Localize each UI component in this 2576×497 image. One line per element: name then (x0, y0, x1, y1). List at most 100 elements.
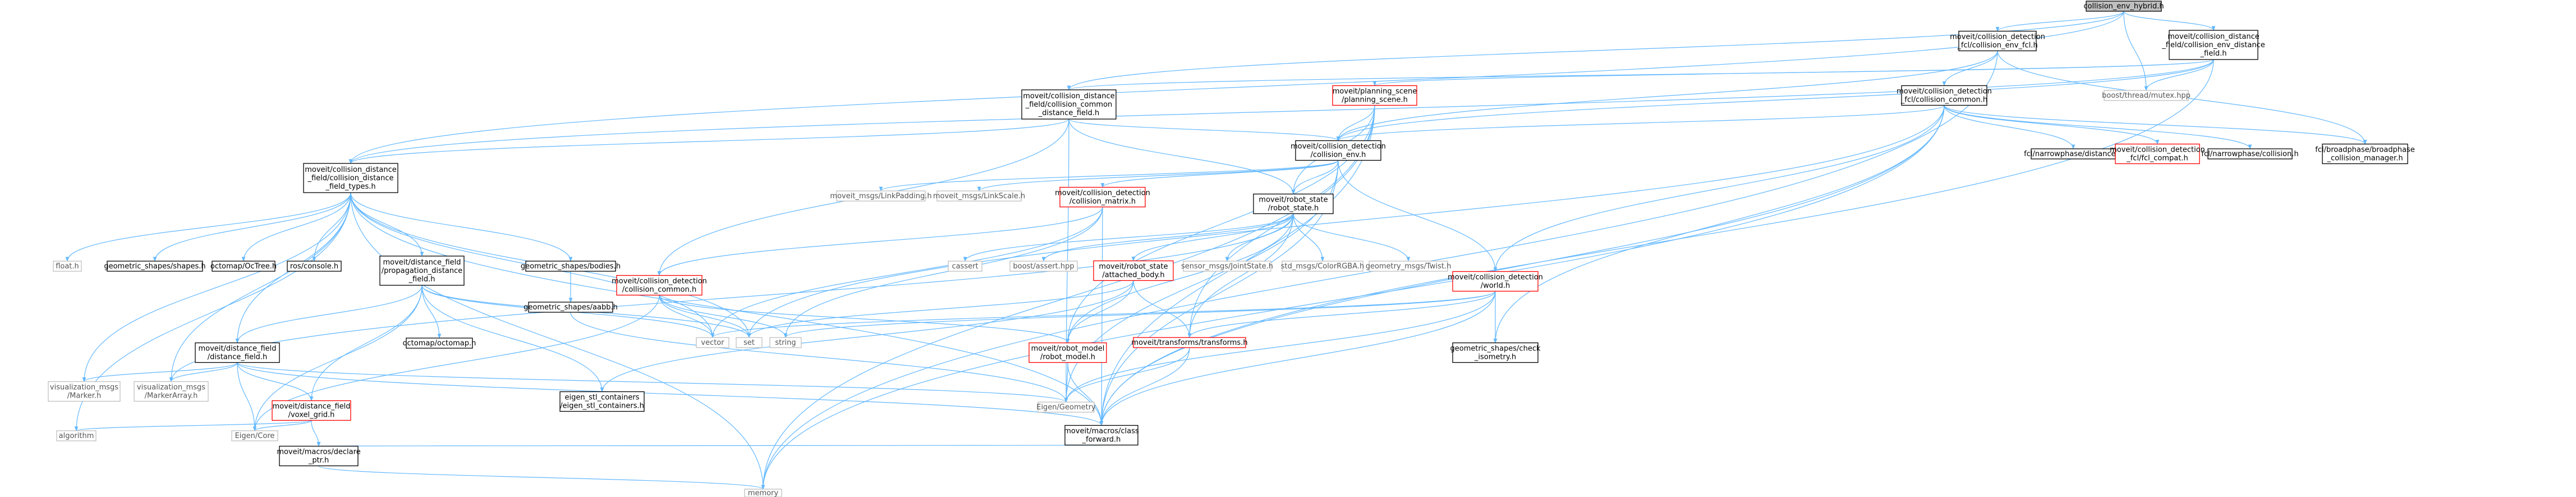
node-eigen_core: Eigen/Core (231, 430, 278, 441)
node-rs_robot_state[interactable]: moveit/robot_state/robot_state.h (1253, 193, 1334, 215)
node-ced_types[interactable]: moveit/collision_distance_field/collisio… (303, 163, 398, 193)
edge-rs_robot_state-to-tf_transforms (1187, 213, 1294, 338)
node-fcl_collision[interactable]: fcl/narrowphase/collision.h (2201, 148, 2299, 159)
edge-cd_world-to-mm_class_forward (1099, 291, 1496, 426)
node-box-fcl_common (1901, 85, 1987, 106)
node-box-string (769, 337, 802, 348)
node-octomap_octree[interactable]: octomap/OcTree.h (210, 261, 277, 272)
node-label-df_distance_field: moveit/distance_field (198, 345, 276, 353)
edge-fcl_common-to-memory (761, 105, 1945, 490)
node-label-ced_common_distance: _field/collision_common (1025, 101, 1113, 109)
edge-tf_transforms-to-mm_class_forward (1099, 347, 1190, 426)
node-label-cd_collision_common: moveit/collision_detection (612, 277, 707, 286)
node-msg_link_padding: moveit_msgs/LinkPadding.h (830, 190, 932, 202)
node-label-msg_link_scale: moveit_msgs/LinkScale.h (933, 192, 1025, 200)
node-label-eigen_core: Eigen/Core (235, 432, 275, 440)
edge-root-to-ced_types (348, 11, 2124, 164)
node-box-fcl_broadphase (2322, 143, 2408, 165)
node-df_propagation[interactable]: moveit/distance_field/propagation_distan… (379, 256, 465, 286)
edge-cd_fcl_env-to-fcl_common (1942, 51, 1998, 86)
node-label-ps_planning_scene: moveit/planning_scene (1333, 88, 1417, 96)
edge-ced_types-to-msg_marker_array (169, 192, 351, 382)
node-label-vector: vector (701, 339, 724, 347)
node-gs_shapes[interactable]: geometric_shapes/shapes.h (104, 261, 206, 272)
node-rs_attached_body[interactable]: moveit/robot_state/attached_body.h (1093, 260, 1174, 281)
node-label-ced_env_distance: _field.h (2200, 49, 2227, 58)
edge-fcl_common-to-fcl_collision (1944, 105, 2252, 149)
edge-ced_types-to-msg_marker (82, 192, 351, 382)
edge-rs_robot_state-to-rs_attached_body (1131, 213, 1294, 262)
node-rm_robot_model[interactable]: moveit/robot_model/robot_model.h (1028, 342, 1107, 363)
node-fcl_common[interactable]: moveit/collision_detection_fcl/collision… (1897, 85, 1992, 106)
node-label-root: collision_env_hybrid.h (2083, 2, 2164, 11)
edge-df_voxel_grid-to-algorithm (74, 420, 312, 431)
edge-df_propagation-to-df_voxel_grid (309, 285, 423, 402)
node-boost_thread_mutex: boost/thread/mutex.hpp (2102, 90, 2191, 101)
node-ced_env_distance[interactable]: moveit/collision_distance_field/collisio… (2161, 30, 2265, 60)
node-label-rs_attached_body: /attached_body.h (1102, 271, 1164, 280)
node-fcl_distance[interactable]: fcl/narrowphase/distance.h (2024, 148, 2123, 159)
node-label-float_h: float.h (56, 262, 79, 271)
node-label-ced_types: _field_types.h (325, 183, 375, 191)
node-msg_marker: visualization_msgs/Marker.h (48, 381, 121, 402)
node-ps_planning_scene[interactable]: moveit/planning_scene/planning_scene.h (1332, 85, 1417, 106)
edge-cd_world-to-eigen_geometry (1064, 291, 1496, 403)
node-box-ced_types (303, 163, 398, 193)
edge-ps_planning_scene-to-cd_collision_env (1336, 105, 1375, 142)
node-octomap_h[interactable]: octomap/octomap.h (403, 338, 476, 349)
edge-cd_collision_common-to-rm_robot_model (659, 295, 1070, 344)
node-cd_fcl_env[interactable]: moveit/collision_detection_fcl/collision… (1950, 30, 2045, 52)
edge-fcl_common-to-set (747, 105, 1945, 338)
node-msg_twist: geometry_msgs/Twist.h (1366, 261, 1452, 272)
node-mm_class_forward[interactable]: moveit/macros/class_forward.h (1064, 425, 1139, 446)
edge-ced_common_distance-to-ced_types (348, 118, 1069, 164)
node-fcl_compat[interactable]: moveit/collision_detection_fcl/fcl_compa… (2110, 143, 2205, 165)
edge-rs_attached_body-to-tf_transforms (1133, 280, 1192, 338)
node-df_voxel_grid[interactable]: moveit/distance_field/voxel_grid.h (272, 400, 351, 421)
edge-fcl_common-to-fcl_distance (1944, 105, 2076, 149)
edge-fcl_common-to-mm_class_forward (1099, 105, 1945, 426)
node-gs_bodies[interactable]: geometric_shapes/bodies.h (521, 261, 621, 272)
node-label-rs_robot_state: /robot_state.h (1268, 204, 1319, 213)
edge-fcl_common-to-gs_check_isometry (1493, 105, 1945, 344)
node-ced_common_distance[interactable]: moveit/collision_distance_field/collisio… (1021, 89, 1117, 120)
node-cd_collision_env[interactable]: moveit/collision_detection/collision_env… (1291, 140, 1386, 161)
node-df_distance_field[interactable]: moveit/distance_field/distance_field.h (195, 342, 280, 363)
node-root[interactable]: collision_env_hybrid.h (2083, 1, 2164, 12)
node-label-mm_declare_ptr: moveit/macros/declare (277, 448, 360, 457)
node-label-memory: memory (748, 489, 779, 497)
node-gs_aabb[interactable]: geometric_shapes/aabb.h (524, 302, 618, 313)
node-box-memory (744, 489, 782, 497)
node-label-cd_collision_env: moveit/collision_detection (1291, 143, 1386, 151)
node-box-float_h (53, 261, 82, 272)
node-cd_collision_matrix[interactable]: moveit/collision_detection/collision_mat… (1055, 186, 1150, 208)
edge-fcl_common-to-cd_world (1493, 105, 1945, 272)
node-ros_console[interactable]: ros/console.h (287, 261, 342, 272)
edge-cd_world-to-string (783, 291, 1496, 338)
node-box-ros_console (287, 261, 342, 272)
node-label-msg_twist: geometry_msgs/Twist.h (1366, 262, 1452, 271)
node-tf_transforms[interactable]: moveit/transforms/transforms.h (1131, 337, 1248, 348)
node-eigen_stl[interactable]: eigen_stl_containers/eigen_stl_container… (559, 391, 645, 412)
node-label-ced_types: moveit/collision_distance (305, 166, 397, 174)
node-label-fcl_distance: fcl/narrowphase/distance.h (2024, 150, 2123, 158)
node-mm_declare_ptr[interactable]: moveit/macros/declare_ptr.h (277, 445, 361, 467)
edge-cd_collision_env-to-rs_robot_state (1291, 160, 1339, 195)
edge-rs_attached_body-to-eigen_stl (600, 280, 1134, 393)
node-set: set (736, 337, 763, 348)
edge-cd_world-to-vector (710, 291, 1496, 338)
node-box-gs_shapes (107, 261, 203, 272)
node-fcl_broadphase[interactable]: fcl/broadphase/broadphase_collision_mana… (2315, 143, 2415, 165)
node-cd_world[interactable]: moveit/collision_detection/world.h (1448, 271, 1543, 292)
node-label-mm_class_forward: _forward.h (1082, 436, 1121, 444)
node-label-ced_types: _field/collision_distance (307, 174, 393, 183)
edge-cd_collision_matrix-to-mm_class_forward (1099, 207, 1104, 426)
node-label-eigen_stl: eigen_stl_containers (565, 394, 640, 402)
edge-ced_types-to-memory (350, 192, 765, 490)
edge-ced_common_distance-to-rs_robot_state (1068, 118, 1296, 195)
node-gs_check_isometry[interactable]: geometric_shapes/check_isometry.h (1450, 342, 1541, 363)
node-cd_collision_common[interactable]: moveit/collision_detection/collision_com… (612, 275, 707, 296)
node-label-rm_robot_model: moveit/robot_model (1031, 345, 1105, 353)
edge-tf_transforms-to-eigen_geometry (1064, 347, 1190, 403)
